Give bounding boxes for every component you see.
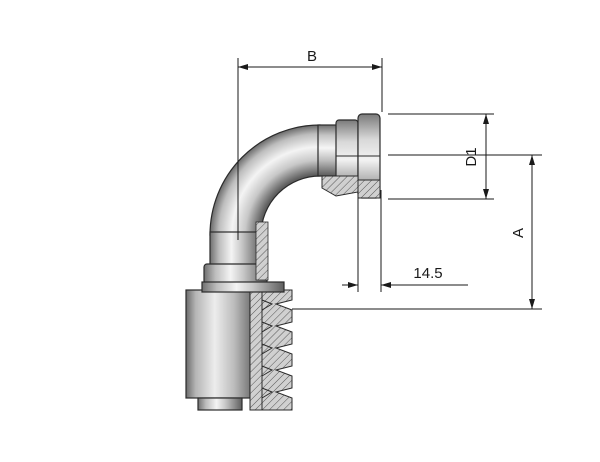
nut-section-hatch [321,175,359,197]
dimension-b: B [237,48,383,240]
dimension-a: A [292,154,542,310]
dimension-d1-label: D1 [463,147,480,166]
dimension-flange-thickness: 14.5 [342,190,468,292]
elbow-bend [209,124,321,236]
dimension-d1: D1 [388,113,494,200]
flange-nut [321,113,381,199]
ferrule-section-hatch [249,289,293,411]
horizontal-tube [317,124,339,177]
dimension-flange-value: 14.5 [413,265,442,282]
vertical-section-hatch [255,221,269,281]
elbow-fitting [185,113,381,411]
dimension-b-label: B [307,48,317,65]
dimension-a-label: A [510,228,527,238]
ferrule [185,281,293,411]
